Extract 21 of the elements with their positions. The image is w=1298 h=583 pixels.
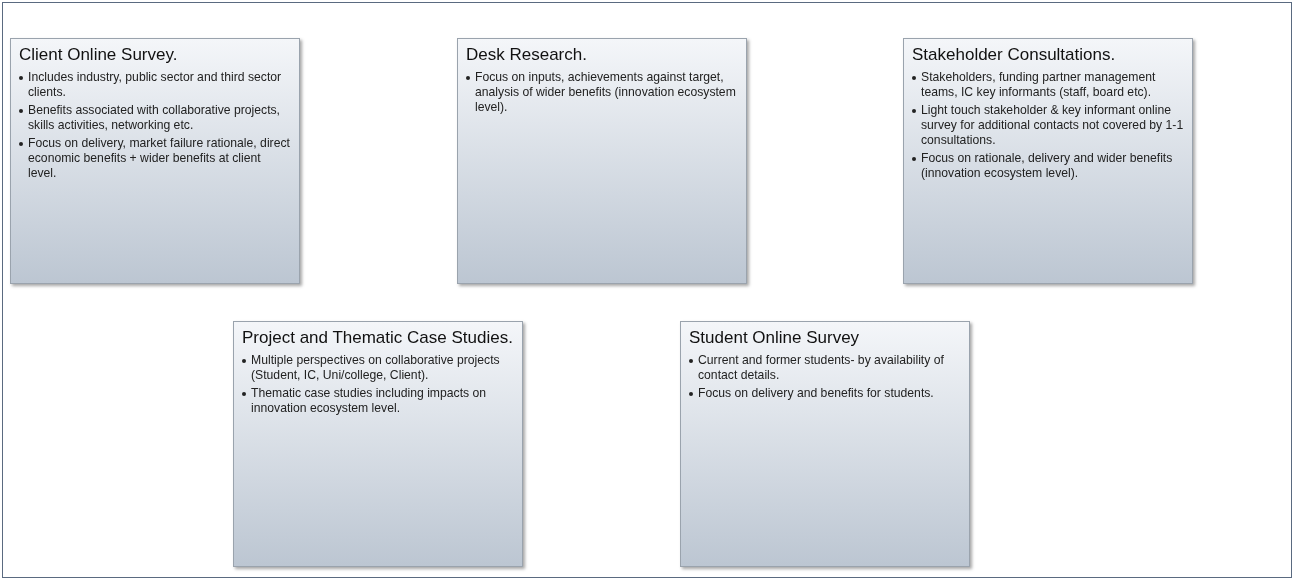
bullet-item: Focus on rationale, delivery and wider benefits (innovation ecosystem level). (912, 151, 1184, 181)
card-heading: Project and Thematic Case Studies. (242, 328, 513, 348)
info-card (233, 321, 523, 567)
info-card (10, 38, 300, 284)
card-heading: Desk Research. (466, 45, 587, 65)
info-card (680, 321, 970, 567)
card-heading: Student Online Survey (689, 328, 860, 348)
bullet-item: Focus on delivery, market failure rationale, direct economic benefits + wider benefits at client level. (19, 136, 291, 181)
bullet-item: Thematic case studies including impacts on innovation ecosystem level. (242, 386, 514, 416)
card-heading: Client Online Survey. (19, 45, 178, 65)
card-heading: Stakeholder Consultations. (912, 45, 1116, 65)
bullet-item: Focus on inputs, achievements against target, analysis of wider benefits (innovation ecosystem level). (466, 70, 738, 115)
bullet-item: Includes industry, public sector and third sector clients. (19, 70, 291, 100)
info-card (903, 38, 1193, 284)
bullet-item: Stakeholders, funding partner management teams, IC key informants (staff, board etc). (912, 70, 1184, 100)
bullet-item: Light touch stakeholder & key informant online survey for additional contacts not covered by 1-1 consultations. (912, 103, 1184, 148)
bullet-item: Benefits associated with collaborative projects, skills activities, networking etc. (19, 103, 291, 133)
bullet-item: Focus on delivery and benefits for students. (689, 386, 961, 401)
bullet-item: Current and former students- by availability of contact details. (689, 353, 961, 383)
bullet-item: Multiple perspectives on collaborative projects (Student, IC, Uni/college, Client). (242, 353, 514, 383)
info-card (457, 38, 747, 284)
